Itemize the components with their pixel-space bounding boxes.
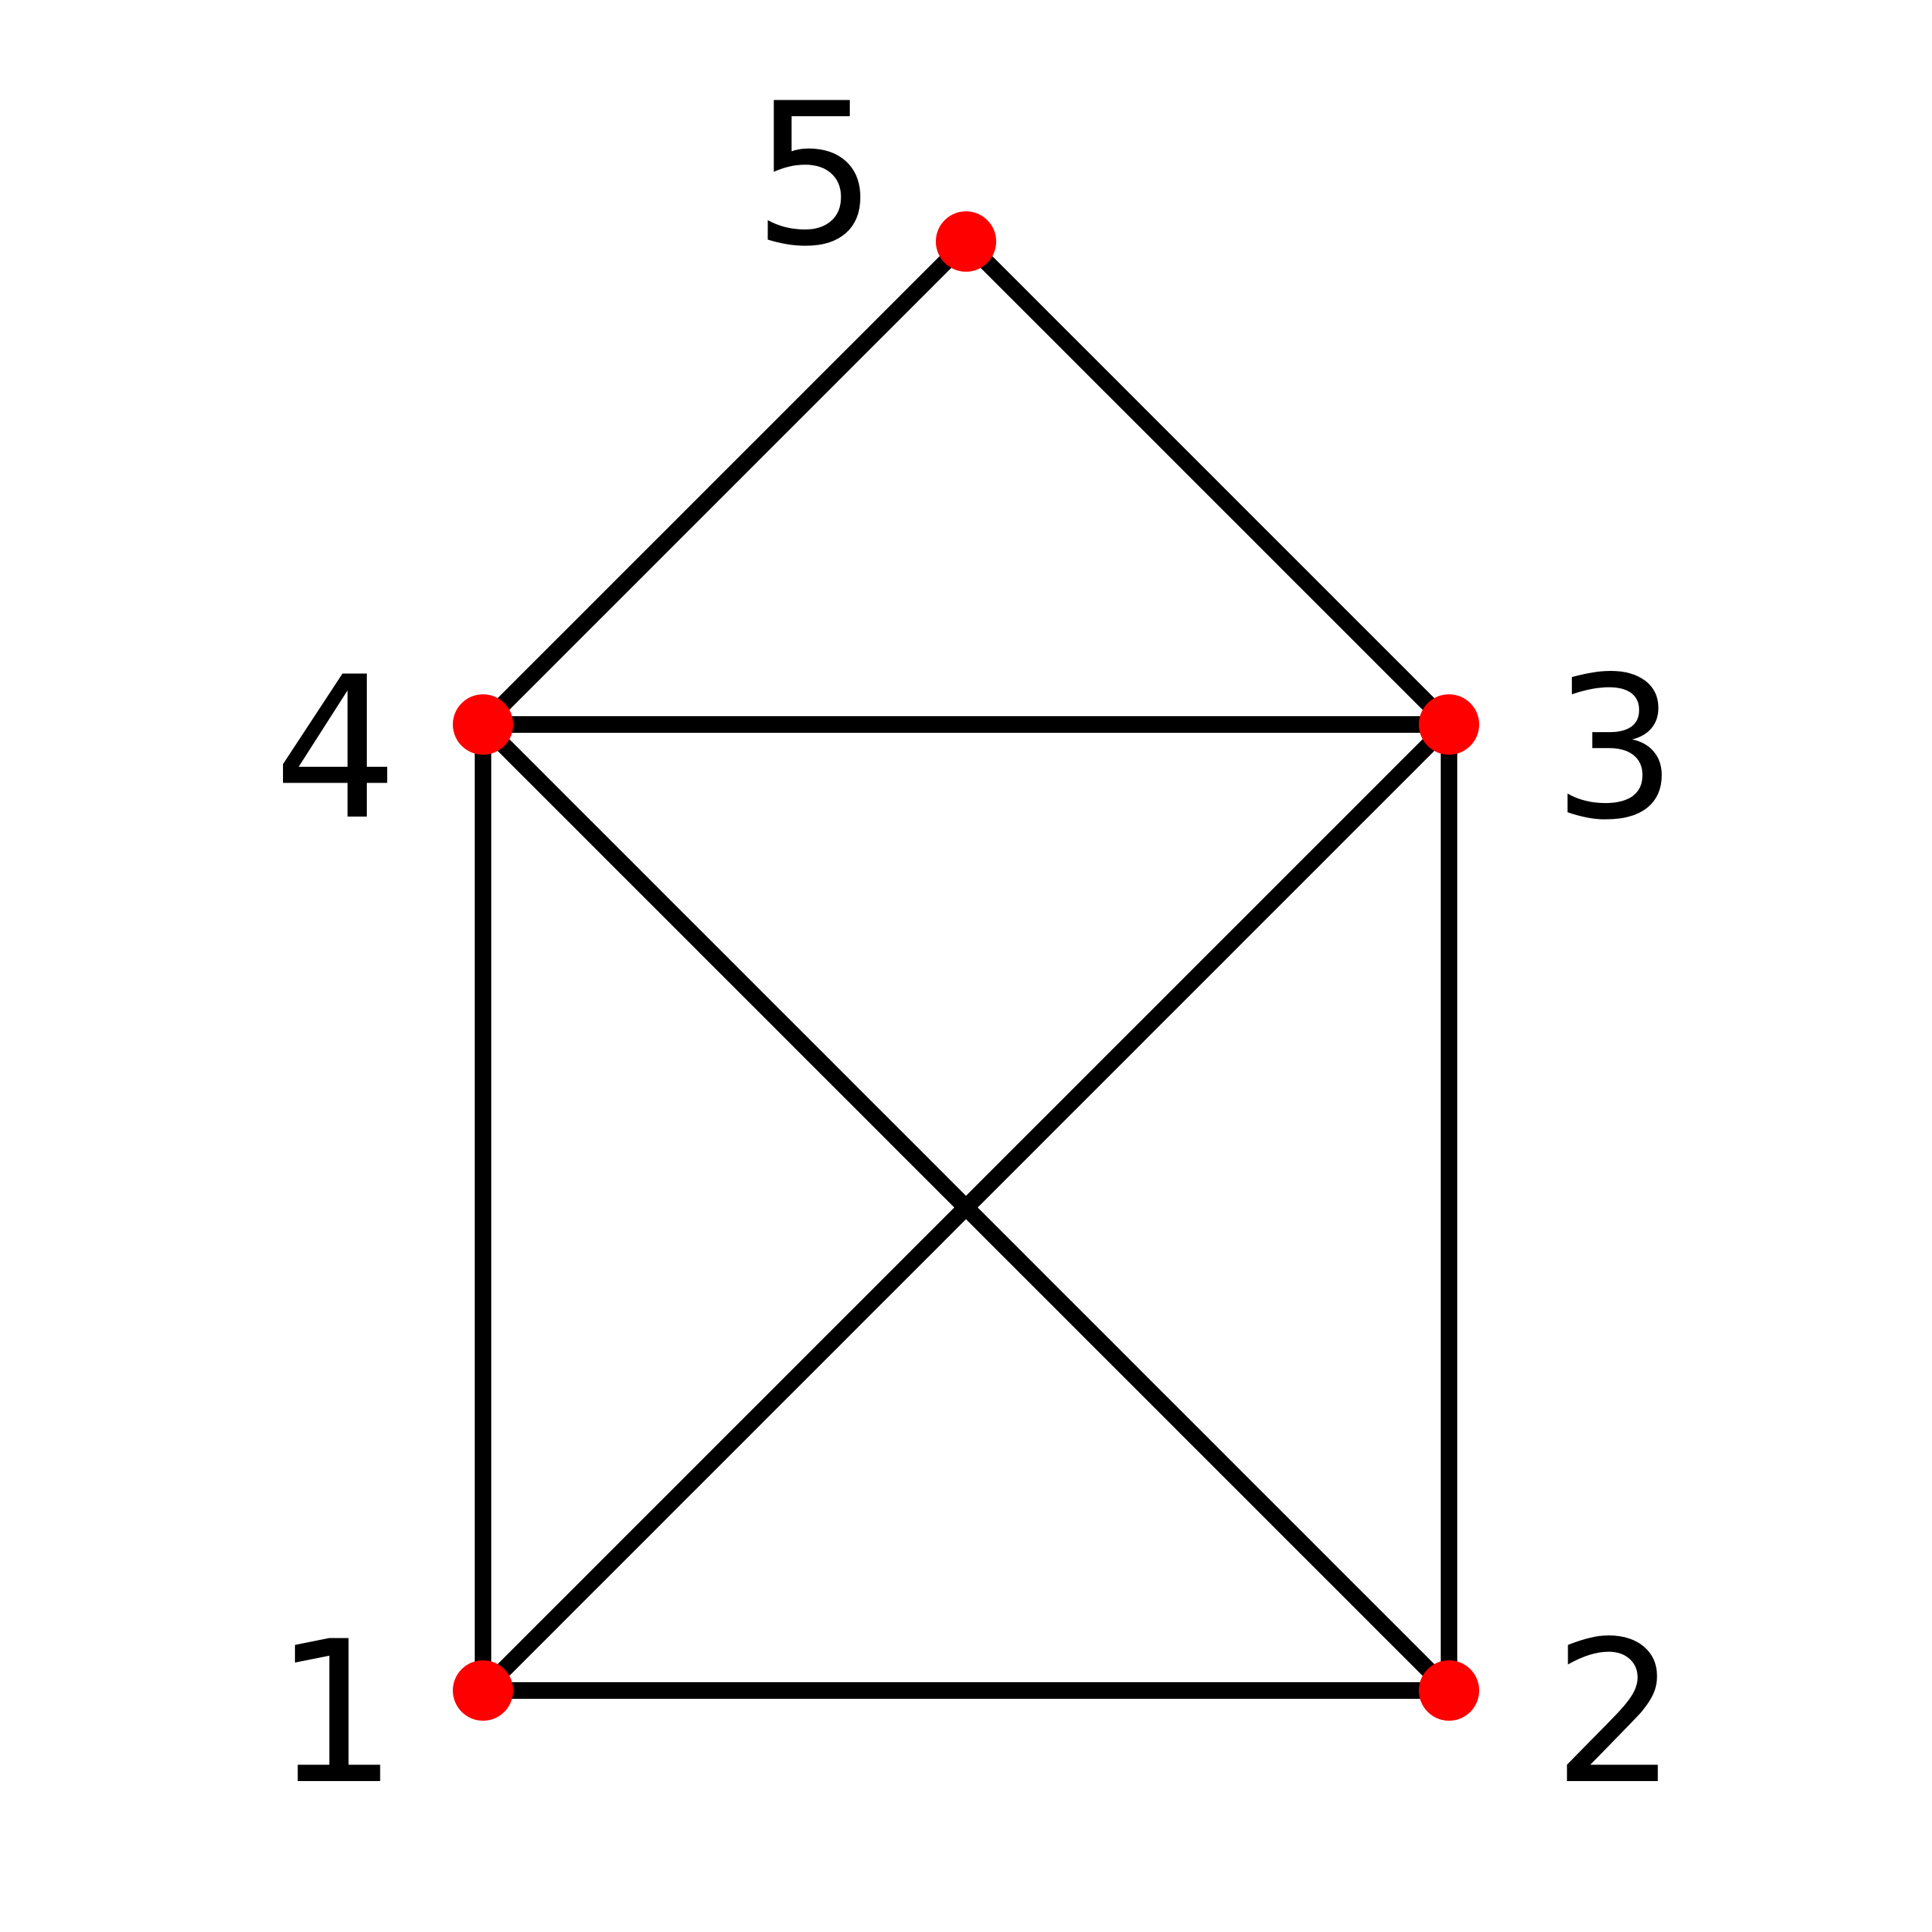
edges-layer <box>475 235 1457 1699</box>
node-5 <box>936 211 996 272</box>
edge-4-5 <box>477 235 972 731</box>
node-3 <box>1419 694 1479 755</box>
node-label-2: 2 <box>1552 1600 1677 1828</box>
edge-2-4 <box>477 718 1455 1697</box>
labels-layer: 1 2 3 4 5 <box>273 62 1677 1828</box>
node-2 <box>1419 1660 1479 1721</box>
node-label-4: 4 <box>273 635 398 863</box>
node-label-3: 3 <box>1552 635 1677 863</box>
edge-5-3 <box>960 235 1455 731</box>
node-1 <box>453 1660 513 1721</box>
node-label-5: 5 <box>752 62 877 290</box>
nodes-layer <box>453 211 1479 1721</box>
node-4 <box>453 694 513 755</box>
node-label-1: 1 <box>273 1600 398 1828</box>
